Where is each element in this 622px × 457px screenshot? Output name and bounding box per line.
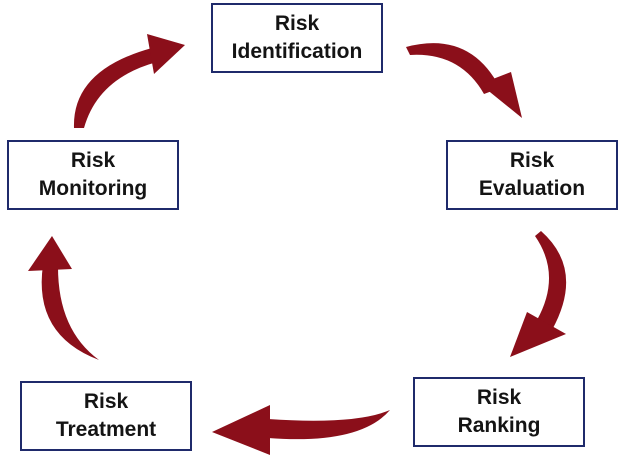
arrow-head	[212, 405, 270, 455]
step-label-line1: Risk	[476, 386, 522, 409]
step-label-line1: Risk	[274, 12, 320, 35]
step-risk-monitoring: Risk Monitoring	[7, 140, 179, 210]
arrow-shaft	[41, 265, 99, 360]
step-label-line2: Treatment	[55, 418, 157, 441]
arrow-treatment-to-monitoring	[28, 236, 99, 360]
arrow-shaft	[73, 48, 157, 128]
arrow-ranking-to-treatment	[212, 405, 390, 455]
step-risk-identification: Risk Identification	[211, 3, 383, 73]
step-risk-treatment: Risk Treatment	[20, 381, 192, 451]
step-risk-evaluation: Risk Evaluation	[446, 140, 618, 210]
arrow-shaft	[406, 43, 500, 94]
step-label-line1: Risk	[83, 390, 129, 413]
step-label-line2: Monitoring	[38, 177, 148, 200]
arrow-head	[147, 34, 185, 74]
step-label-line2: Ranking	[457, 414, 541, 437]
arrow-head	[510, 312, 566, 357]
arrow-head	[480, 72, 522, 118]
step-label-line1: Risk	[70, 149, 116, 172]
arrow-shaft	[535, 231, 567, 330]
arrow-monitoring-to-identification	[73, 34, 185, 128]
step-label-line2: Evaluation	[478, 177, 586, 200]
arrow-identification-to-evaluation	[406, 43, 522, 118]
arrow-evaluation-to-ranking	[510, 231, 567, 357]
arrow-head	[28, 236, 72, 271]
arrow-shaft	[268, 410, 390, 440]
step-label-line2: Identification	[231, 40, 363, 63]
step-label-line1: Risk	[509, 149, 555, 172]
step-risk-ranking: Risk Ranking	[413, 377, 585, 447]
